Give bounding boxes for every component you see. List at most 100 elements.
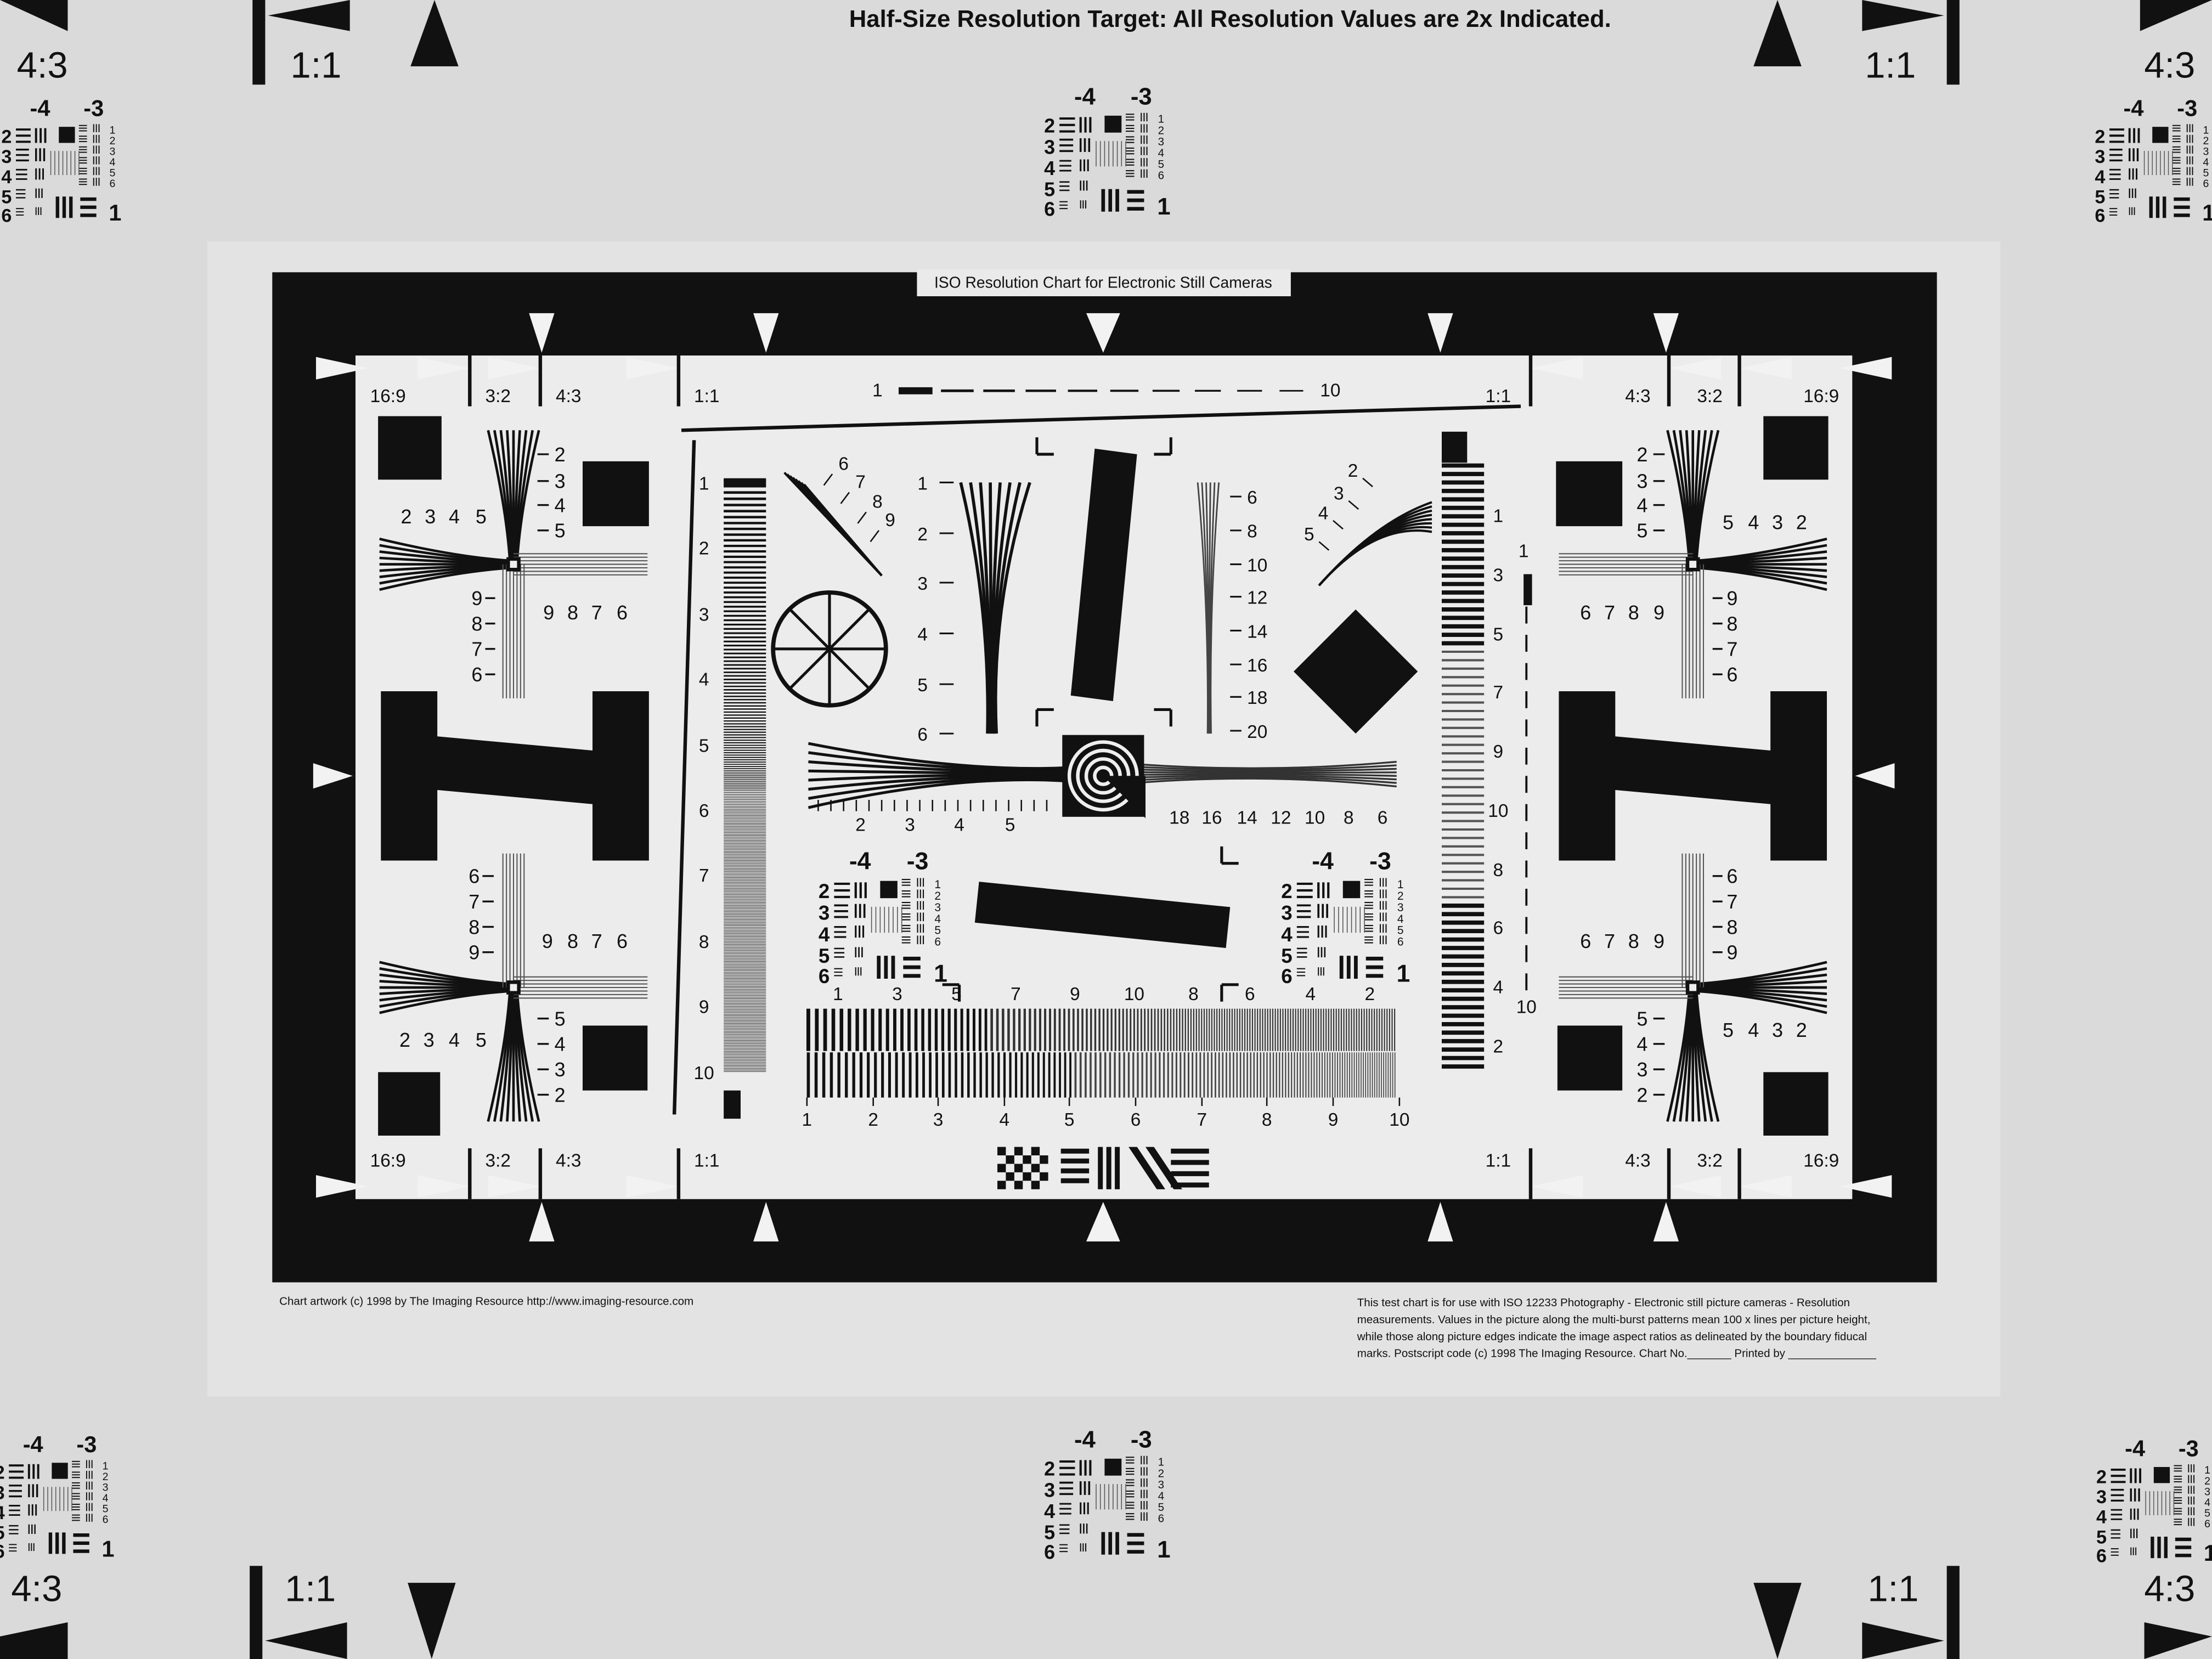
crosshair-label: 9 <box>1654 601 1664 624</box>
chart-title-box <box>917 269 1291 296</box>
crosshair-label: 4 <box>1637 494 1647 516</box>
frame-fiducial <box>1531 1175 1583 1198</box>
mini-square <box>880 881 898 899</box>
fiducial-bar <box>1946 0 1960 85</box>
fiducial-triangle <box>268 0 350 31</box>
mini-corner-number: 1 <box>1157 193 1170 220</box>
mini-small-number: 3 <box>1397 901 1404 914</box>
horiz-wedge-label: 12 <box>1271 808 1291 828</box>
mini-small-number: 1 <box>1158 1456 1164 1469</box>
mini-row-number: 5 <box>1044 1521 1055 1543</box>
mini-square <box>1342 881 1361 899</box>
crosshair-fan <box>379 566 514 591</box>
mini-small-number: 4 <box>110 156 116 168</box>
mini-row-number: 4 <box>2095 167 2105 188</box>
crosshair-label: 3 <box>425 505 436 528</box>
fiducial-triangle <box>1753 1583 1802 1659</box>
frame-fiducial <box>1839 1175 1892 1198</box>
slanted-edge-line <box>672 440 696 1115</box>
horiz-wedge-label: 4 <box>954 815 964 836</box>
corner-wedge-tr <box>2140 0 2212 31</box>
mini-label-b: -3 <box>2177 95 2197 121</box>
mini-row-number: 3 <box>2096 1487 2107 1508</box>
aspect-label: 1:1 <box>1486 1151 1511 1171</box>
ratio-label-43: 4:3 <box>2144 1568 2195 1610</box>
mini-square <box>52 1463 68 1479</box>
crosshair-label: 8 <box>471 612 482 635</box>
aspect-label: 4:3 <box>1625 1151 1650 1171</box>
crosshair-label: 8 <box>1726 612 1737 635</box>
multiburst-top-label: 7 <box>1011 984 1021 1005</box>
crosshair-target <box>1559 430 1827 698</box>
crosshair-label: 9 <box>469 941 479 964</box>
right-scale-label: 8 <box>1493 860 1504 881</box>
horiz-wedge-line <box>1142 773 1397 777</box>
mini-label-b: -3 <box>1131 83 1152 110</box>
mini-small-number: 5 <box>103 1503 109 1515</box>
diag-wedge-line <box>1318 529 1432 586</box>
mini-small-number: 4 <box>934 913 941 926</box>
crosshair-label: 5 <box>1637 1007 1647 1030</box>
vert-wedge-label: 14 <box>1247 622 1267 642</box>
right-scale-label: 3 <box>1493 565 1504 585</box>
vert-wedge-label: 10 <box>1247 555 1267 575</box>
mini-small-number: 5 <box>2204 1507 2210 1519</box>
frame-fiducial <box>1669 357 1722 380</box>
mini-row-number: 5 <box>2096 1527 2107 1548</box>
mini-small-number: 5 <box>1397 924 1404 937</box>
mini-small-number: 6 <box>1158 1513 1164 1525</box>
diag-wedge-tick <box>823 473 833 486</box>
aspect-label: 3:2 <box>485 386 510 407</box>
left-scale-label: 2 <box>699 539 709 559</box>
mini-small-number: 6 <box>1397 936 1404 949</box>
right-scale-label: 9 <box>1493 742 1504 762</box>
crosshair-label: 3 <box>555 1058 566 1081</box>
frame-fiducial <box>1739 1175 1792 1198</box>
diag-wedge-tick <box>1333 520 1344 530</box>
corner-bracket <box>1154 708 1172 727</box>
mini-row-number: 2 <box>1044 1458 1055 1480</box>
crosshair-label: 6 <box>617 601 628 624</box>
crosshair-label: 7 <box>1726 638 1737 661</box>
mini-square <box>2152 127 2169 143</box>
left-scale-label: 1 <box>699 473 709 494</box>
mini-small-number: 2 <box>1158 1467 1164 1480</box>
horiz-wedge-line <box>808 775 1073 791</box>
crosshair-label: 6 <box>471 663 482 686</box>
mini-label-b: -3 <box>1369 848 1391 875</box>
aspect-label: 16:9 <box>370 1151 406 1171</box>
fiducial-bar <box>252 0 266 85</box>
crosshair-label: 7 <box>1604 601 1615 624</box>
chart-title: ISO Resolution Chart for Electronic Stil… <box>934 274 1272 291</box>
horiz-wedge-line <box>1142 768 1397 772</box>
crosshair-label: 6 <box>1726 865 1737 888</box>
crosshair-label: 6 <box>469 865 479 888</box>
fiducial-triangle <box>1753 0 1802 66</box>
black-square-patch <box>378 1072 441 1136</box>
mini-small-number: 5 <box>1158 158 1164 171</box>
mini-label-b: -3 <box>1131 1426 1152 1453</box>
multiburst-top-label: 9 <box>1070 984 1080 1005</box>
crosshair-label: 2 <box>401 505 412 528</box>
mini-small-number: 4 <box>1397 913 1404 926</box>
frame-fiducial <box>1653 313 1679 353</box>
vert-wedge-label: 16 <box>1247 656 1267 676</box>
frame-fiducial <box>1855 763 1895 789</box>
horiz-wedge-line <box>808 751 1073 772</box>
crosshair-label: 2 <box>1637 1084 1647 1106</box>
multiburst-top-label: 3 <box>892 984 902 1005</box>
mini-label-a: -4 <box>2125 1435 2145 1461</box>
mini-small-number: 3 <box>110 145 116 157</box>
mini-corner-number: 1 <box>1397 960 1410 987</box>
vert-wedge-label: 18 <box>1247 688 1267 708</box>
crosshair-label: 3 <box>1772 1019 1783 1041</box>
fiducial-bar <box>1946 1566 1960 1659</box>
checker-cell <box>1040 1172 1048 1181</box>
crosshair-label: 7 <box>1604 930 1615 952</box>
ladder-cap <box>724 479 766 486</box>
vert-wedge-line <box>994 482 1031 734</box>
vert-wedge-label: 12 <box>1247 588 1267 608</box>
crosshair-label: 6 <box>1726 663 1737 686</box>
crosshair-label: 5 <box>476 1029 487 1051</box>
